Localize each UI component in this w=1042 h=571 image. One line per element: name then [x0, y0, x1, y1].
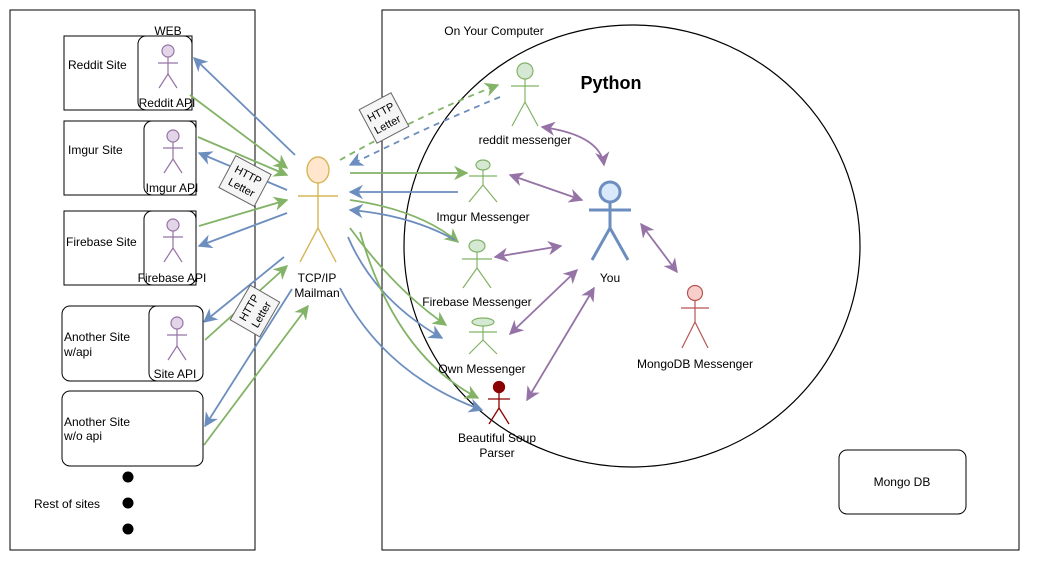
ellipsis-dot: [122, 497, 134, 509]
site-api-label: Site API: [154, 367, 197, 381]
you-node: You: [589, 180, 631, 285]
soup-parser-node: Beautiful Soup Parser: [458, 380, 536, 460]
arrow-to-site-no-api: [204, 288, 293, 428]
site-api-node: Site API: [148, 305, 204, 382]
imgur-messenger-label: Imgur Messenger: [436, 210, 529, 224]
arrow-from-own-messenger: [347, 236, 444, 339]
firebase-site-label: Firebase Site: [66, 235, 137, 249]
site-api-actor-icon: [167, 316, 187, 361]
reddit-messenger-label: reddit messenger: [479, 133, 572, 147]
http-letter-low: HTTP Letter: [229, 284, 281, 338]
mongo-db-label: Mongo DB: [874, 475, 931, 489]
arrow-you-soup-parser: [526, 286, 595, 402]
imgur-site-label: Imgur Site: [68, 143, 123, 157]
another-site-no-api-box: [61, 390, 204, 467]
you-connections: [493, 121, 678, 402]
firebase-messenger-node: Firebase Messenger: [422, 239, 532, 309]
dashed-arrow-from-reddit-messenger: [348, 96, 501, 166]
reddit-api-label: Reddit API: [139, 96, 196, 110]
mongodb-messenger-label: MongoDB Messenger: [637, 357, 753, 371]
web-connections: [189, 57, 309, 446]
own-messenger-label: Own Messenger: [438, 362, 525, 376]
arrow-to-soup-parser-green: [359, 231, 480, 399]
dashed-arrow-to-reddit-messenger: [339, 82, 500, 161]
firebase-messenger-actor-icon: [462, 239, 492, 289]
rest-of-sites-label: Rest of sites: [34, 497, 100, 511]
arrow-from-reddit-api: [189, 94, 289, 169]
soup-parser-label-line2: Parser: [479, 446, 514, 460]
imgur-api-label: Imgur API: [146, 181, 199, 195]
arrow-from-imgur-api: [197, 136, 289, 177]
own-messenger-actor-icon: [468, 317, 498, 355]
reddit-messenger-node: reddit messenger: [479, 62, 572, 147]
soup-parser-label-line1: Beautiful Soup: [458, 431, 536, 445]
another-site-no-api-label-line1: Another Site: [64, 415, 130, 429]
arrow-you-firebase-messenger: [493, 241, 563, 262]
reddit-site-label: Reddit Site: [68, 58, 127, 72]
mongo-db-box: [838, 449, 967, 515]
arrow-you-reddit-messenger: [540, 121, 610, 167]
firebase-api-actor-icon: [163, 218, 183, 263]
another-site-no-api-label-line2: w/o api: [63, 429, 102, 443]
firebase-messenger-label: Firebase Messenger: [422, 295, 531, 309]
reddit-api-node: Reddit API: [137, 35, 196, 111]
arrow-to-soup-parser-blue: [339, 287, 484, 413]
arrow-from-firebase-api: [198, 196, 289, 227]
reddit-api-actor-icon: [158, 44, 178, 89]
python-environment-circle: [403, 24, 861, 468]
mongodb-messenger-actor-icon: [681, 284, 709, 349]
another-site-api-label-line1: Another Site: [64, 330, 130, 344]
ellipsis-dot: [122, 471, 134, 483]
http-letter-top: HTTP Letter: [358, 92, 410, 144]
http-letter-mid: HTTP Letter: [218, 155, 272, 207]
mailman-label-line2: Mailman: [294, 286, 339, 300]
arrow-to-firebase-api: [197, 212, 288, 249]
firebase-api-label: Firebase API: [138, 271, 207, 285]
imgur-api-actor-icon: [163, 129, 183, 174]
soup-parser-actor-icon: [488, 380, 510, 425]
imgur-api-node: Imgur API: [143, 120, 199, 196]
mailman-node: TCP/IP Mailman: [294, 156, 340, 300]
reddit-messenger-actor-icon: [511, 62, 539, 127]
mailman-label-line1: TCP/IP: [298, 271, 337, 285]
arrow-to-reddit-api: [192, 57, 296, 156]
python-label: Python: [581, 73, 642, 93]
arrow-you-imgur-messenger: [508, 172, 584, 203]
another-site-api-label-line2: w/api: [63, 345, 92, 359]
own-messenger-node: Own Messenger: [438, 317, 526, 376]
imgur-messenger-actor-icon: [468, 159, 498, 203]
arrow-from-firebase-messenger: [348, 203, 456, 241]
arrow-you-mongodb-messenger: [640, 222, 678, 274]
arrow-to-own-messenger: [349, 227, 448, 326]
you-actor-icon: [589, 180, 631, 261]
web-panel-title: WEB: [154, 24, 181, 38]
ellipsis-dot: [122, 523, 134, 535]
computer-connections: [339, 82, 501, 413]
computer-panel-title: On Your Computer: [444, 24, 543, 38]
mailman-actor-icon: [298, 156, 338, 263]
arrow-from-site-no-api: [203, 304, 309, 446]
arrow-to-firebase-messenger: [349, 199, 460, 243]
imgur-messenger-node: Imgur Messenger: [436, 159, 530, 224]
mongodb-messenger-node: MongoDB Messenger: [637, 284, 753, 371]
you-label: You: [600, 271, 620, 285]
arrow-to-site-api: [202, 256, 285, 323]
computer-panel: [381, 9, 1020, 551]
firebase-api-node: Firebase API: [138, 210, 207, 286]
